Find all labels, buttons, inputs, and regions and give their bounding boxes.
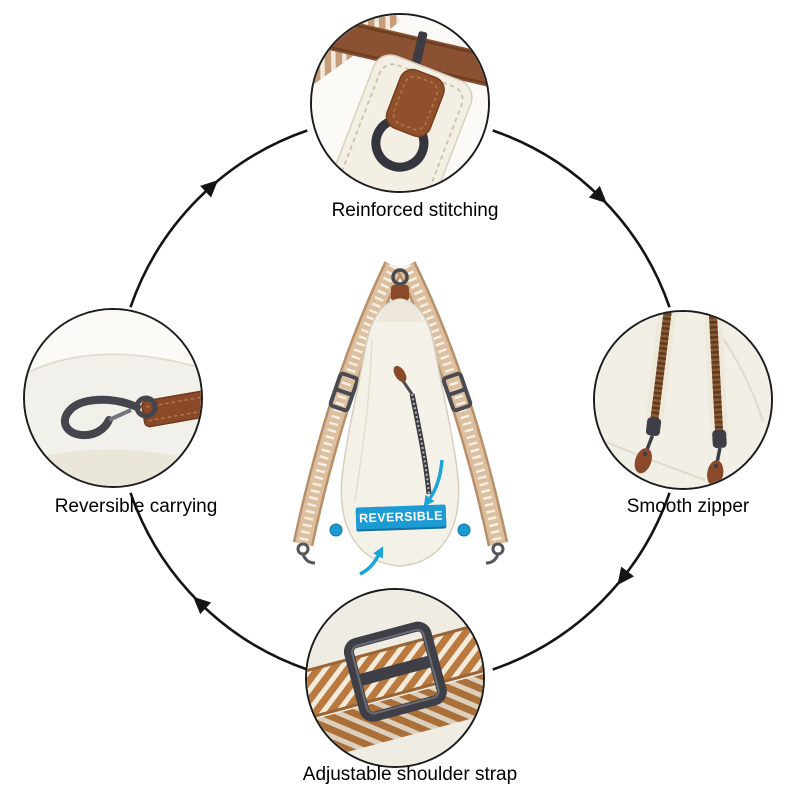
bag-zipper bbox=[393, 365, 432, 495]
strap-hook-right-icon bbox=[485, 542, 505, 565]
feature-label-adjustable-strap: Adjustable shoulder strap bbox=[302, 764, 518, 785]
feature-photo-reversible-carrying bbox=[23, 308, 203, 488]
zipper-pull-icon bbox=[393, 365, 407, 383]
arrowhead-top-left-icon bbox=[200, 180, 219, 198]
leather-tab bbox=[385, 68, 445, 138]
strap-hook-left-icon bbox=[296, 542, 316, 565]
slide-buckle-icon bbox=[343, 621, 447, 722]
reversible-carrying-illustration bbox=[25, 310, 201, 486]
leather-pull-icon bbox=[634, 448, 652, 474]
highlight-arrow-badge-icon bbox=[359, 546, 384, 576]
zipper-right bbox=[703, 312, 729, 487]
arrowhead-bottom-right-icon bbox=[617, 566, 634, 586]
reversible-badge: REVERSIBLE bbox=[355, 504, 447, 530]
arc-left-to-top bbox=[129, 129, 308, 308]
leather-pull-icon bbox=[707, 460, 724, 487]
adjustable-strap-illustration bbox=[307, 590, 483, 766]
feature-label-smooth-zipper: Smooth zipper bbox=[626, 496, 750, 517]
highlight-arrow-zipper-icon bbox=[423, 459, 444, 508]
arrowhead-bottom-left-icon bbox=[193, 596, 212, 615]
reinforced-stitching-illustration bbox=[312, 15, 488, 191]
strap-adjuster-right-icon bbox=[441, 371, 473, 413]
feature-photo-reinforced-stitching bbox=[310, 13, 490, 193]
feature-photo-adjustable-strap bbox=[305, 588, 485, 768]
blue-stud-right-icon bbox=[457, 523, 471, 537]
blue-stud-left-icon bbox=[329, 523, 343, 537]
feature-label-reversible-carrying: Reversible carrying bbox=[54, 496, 218, 517]
zipper-slider-icon bbox=[712, 429, 727, 449]
zipper-slider-icon bbox=[645, 417, 662, 436]
feature-label-reinforced-stitching: Reinforced stitching bbox=[331, 200, 499, 221]
webbing-strap-tail bbox=[307, 664, 483, 766]
swivel-snap-hook-icon bbox=[61, 395, 158, 440]
zipper-left bbox=[634, 312, 678, 474]
arc-right-to-bottom bbox=[492, 492, 671, 671]
strap-adjuster-left-icon bbox=[328, 371, 360, 413]
smooth-zipper-illustration bbox=[595, 312, 771, 488]
strap-apex-ring-icon bbox=[391, 268, 409, 301]
stitching-line bbox=[336, 63, 464, 191]
feature-photo-smooth-zipper bbox=[593, 310, 773, 490]
arrowhead-top-right-icon bbox=[588, 185, 607, 204]
